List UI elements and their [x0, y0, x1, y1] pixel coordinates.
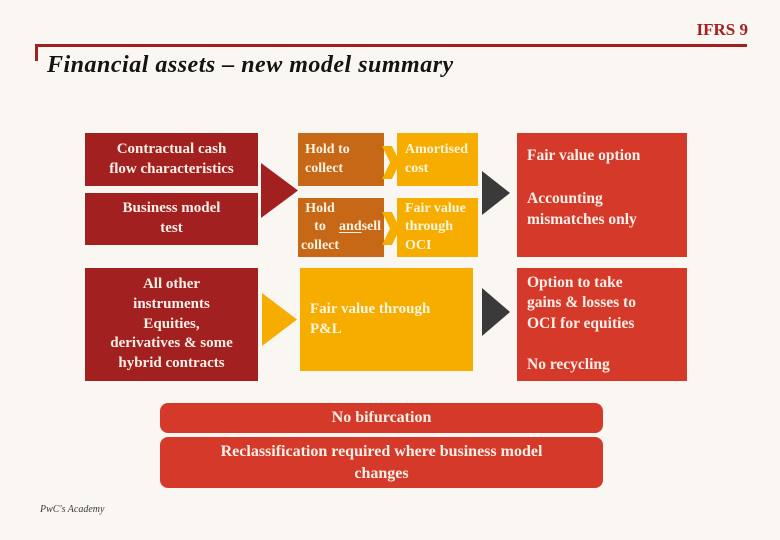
- arrow-right-icon: [262, 293, 297, 346]
- outcome-line: Accounting mismatches only: [527, 190, 637, 228]
- outcome-box-fair-value-option: Fair value option Accounting mismatches …: [517, 133, 687, 257]
- chevron-right-icon: [382, 146, 400, 179]
- header-rule-tick: [35, 44, 38, 61]
- criteria-box-cash-flow: Contractual cash flow characteristics: [85, 133, 258, 186]
- model-box-hold-to-collect: Hold to collect: [298, 133, 384, 186]
- measure-box-fvpl: Fair value through P&L: [300, 268, 473, 371]
- model-box-hold-to-collect-and-sell: Hold to collect and sell: [298, 198, 384, 257]
- measure-box-fvoci: Fair value through OCI: [397, 198, 478, 257]
- header-rule: [35, 44, 747, 47]
- note-box-reclassification: Reclassification required where business…: [160, 437, 603, 488]
- outcome-line: Fair value option: [527, 147, 641, 164]
- arrow-right-icon: [261, 163, 298, 218]
- model-label-and: and: [339, 219, 362, 235]
- criteria-box-business-model: Business model test: [85, 193, 258, 245]
- slide-badge: IFRS 9: [696, 20, 748, 39]
- model-label-part: sell: [361, 219, 382, 235]
- note-box-no-bifurcation: No bifurcation: [160, 403, 603, 433]
- arrow-right-icon: [482, 171, 510, 215]
- outcome-box-oci-option: Option to take gains & losses to OCI for…: [517, 268, 687, 381]
- page-title: Financial assets – new model summary: [47, 52, 454, 78]
- criteria-box-all-other: All other instruments Equities, derivati…: [85, 268, 258, 381]
- chevron-right-icon: [382, 212, 400, 245]
- measure-box-amortised-cost: Amortised cost: [397, 133, 478, 186]
- arrow-right-icon: [482, 288, 510, 336]
- brand-footer: PwC's Academy: [40, 504, 105, 515]
- model-label-part: Hold to collect: [300, 200, 340, 253]
- outcome-line: No recycling: [527, 355, 610, 373]
- outcome-line: Option to take gains & losses to OCI for…: [527, 274, 636, 332]
